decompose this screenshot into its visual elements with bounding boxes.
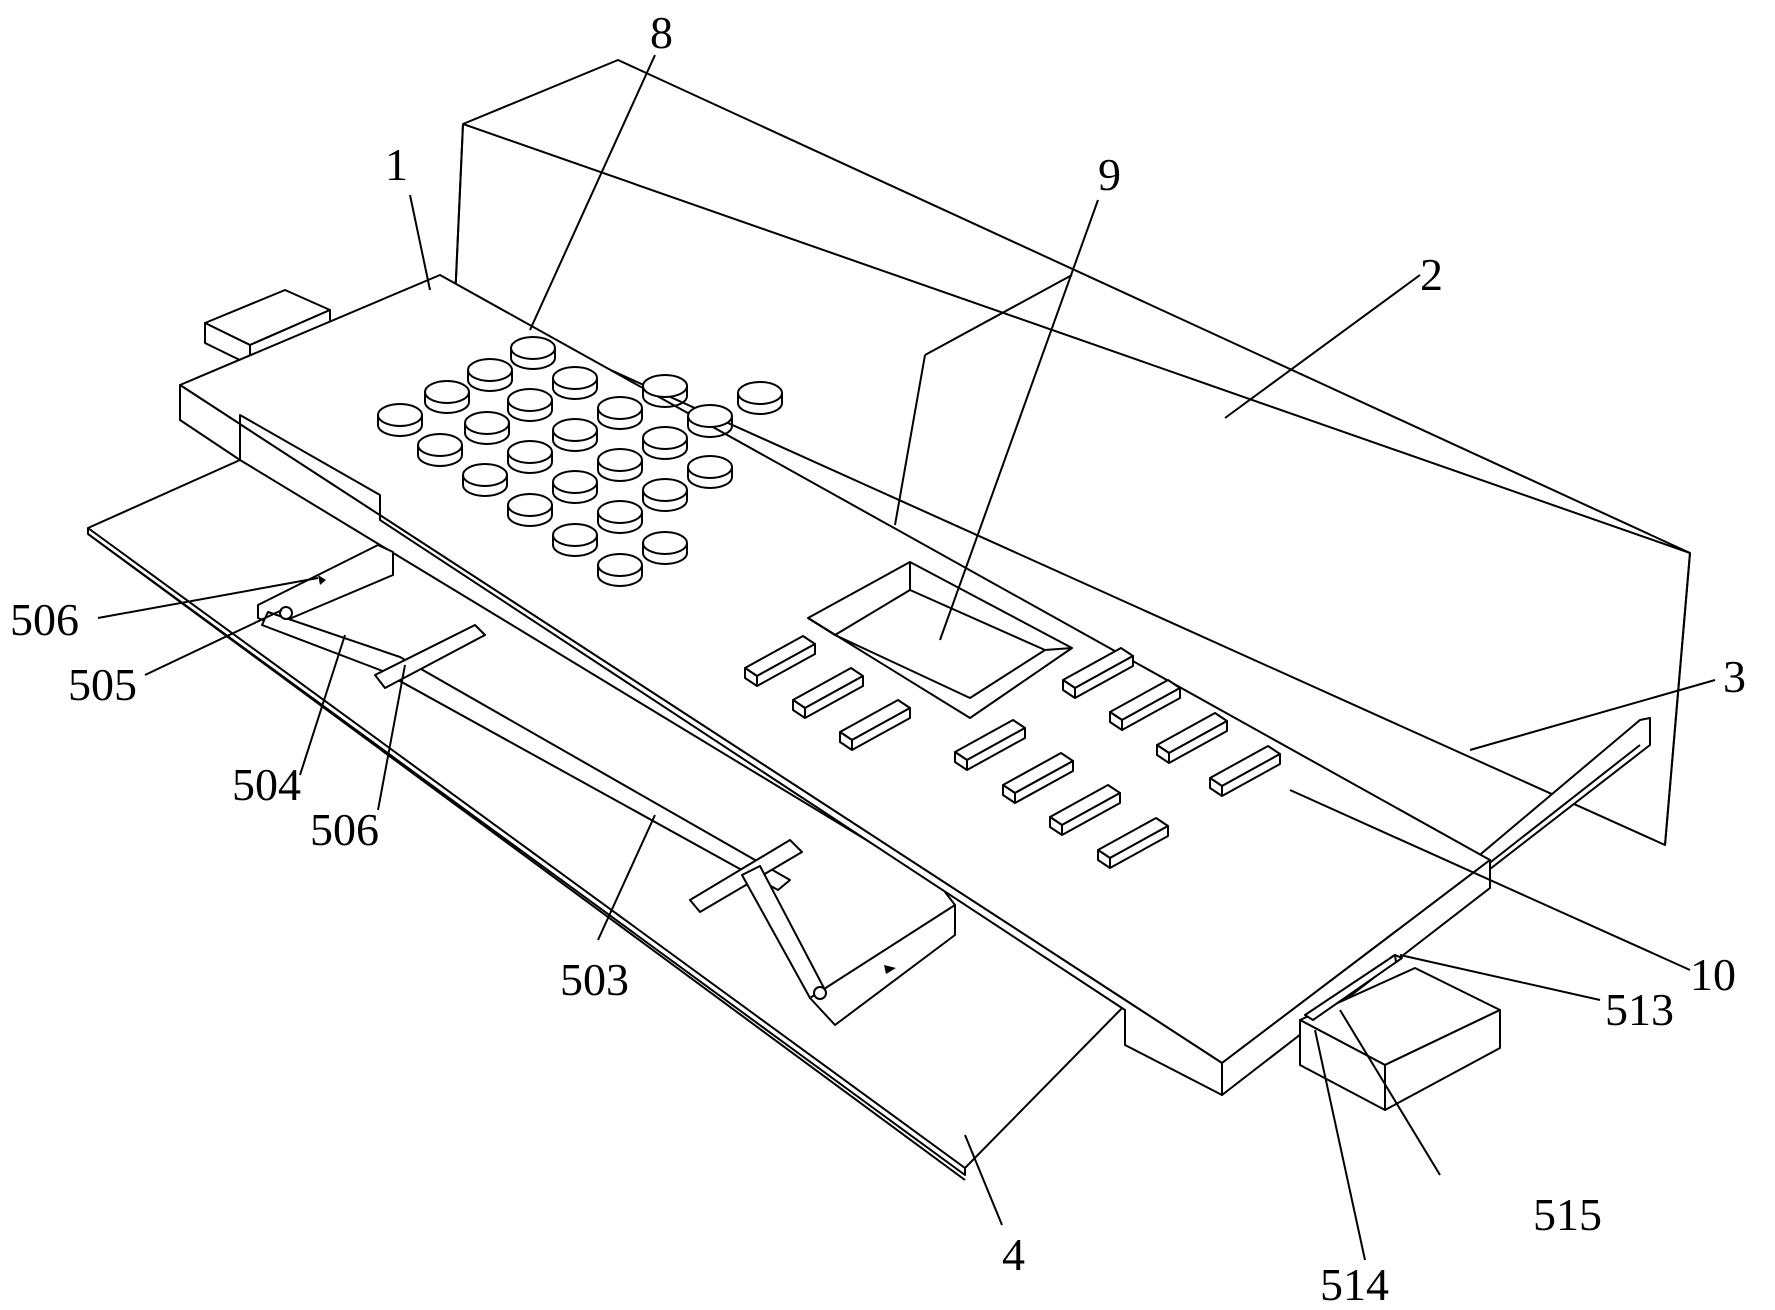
label-506-lower: 506 bbox=[310, 804, 379, 855]
key-button bbox=[744, 635, 816, 687]
label-514: 514 bbox=[1320, 1259, 1389, 1310]
label-515: 515 bbox=[1533, 1189, 1602, 1240]
hole bbox=[507, 493, 553, 527]
hole bbox=[597, 448, 643, 482]
hole bbox=[597, 553, 643, 587]
label-8: 8 bbox=[650, 7, 673, 58]
key-button bbox=[1097, 817, 1169, 869]
label-506-upper: 506 bbox=[10, 594, 79, 645]
hole bbox=[507, 440, 553, 474]
hole bbox=[552, 523, 598, 557]
label-513: 513 bbox=[1605, 984, 1674, 1035]
label-9: 9 bbox=[1098, 149, 1121, 200]
hole bbox=[552, 470, 598, 504]
label-503: 503 bbox=[560, 954, 629, 1005]
label-4: 4 bbox=[1002, 1229, 1025, 1280]
housing-box bbox=[454, 59, 1691, 846]
key-button bbox=[1062, 647, 1134, 699]
hole bbox=[467, 358, 513, 392]
key-array bbox=[744, 635, 1281, 869]
key-button bbox=[954, 719, 1026, 771]
key-button bbox=[1209, 745, 1281, 797]
label-3: 3 bbox=[1723, 651, 1746, 702]
leader-lines bbox=[97, 54, 1716, 1261]
hole bbox=[464, 411, 510, 445]
hole bbox=[462, 463, 508, 497]
key-button bbox=[1156, 712, 1228, 764]
key-button bbox=[792, 667, 864, 719]
part-labels: 8 1 9 2 3 10 513 515 514 4 503 504 506 5… bbox=[10, 7, 1746, 1310]
key-button bbox=[839, 699, 911, 751]
main-plate bbox=[179, 274, 1491, 1096]
hole bbox=[737, 381, 783, 415]
hole-array bbox=[377, 336, 783, 587]
label-1: 1 bbox=[385, 139, 408, 190]
hole bbox=[642, 478, 688, 512]
hole bbox=[417, 433, 463, 467]
hole bbox=[597, 500, 643, 534]
right-end-block bbox=[1299, 954, 1501, 1111]
hole bbox=[507, 388, 553, 422]
hole bbox=[642, 426, 688, 460]
hole bbox=[552, 366, 598, 400]
hole bbox=[642, 374, 688, 408]
hole bbox=[552, 418, 598, 452]
hole bbox=[424, 380, 470, 414]
hole bbox=[510, 336, 556, 370]
key-button bbox=[1109, 679, 1181, 731]
key-button bbox=[1002, 752, 1074, 804]
label-2: 2 bbox=[1420, 249, 1443, 300]
label-10: 10 bbox=[1690, 949, 1736, 1000]
hole bbox=[687, 404, 733, 438]
hole bbox=[642, 531, 688, 565]
hole bbox=[687, 455, 733, 489]
hole bbox=[597, 396, 643, 430]
linkage-assembly bbox=[257, 544, 956, 1026]
label-504: 504 bbox=[232, 759, 301, 810]
label-505: 505 bbox=[68, 659, 137, 710]
key-button bbox=[1049, 784, 1121, 836]
hole bbox=[377, 403, 423, 437]
